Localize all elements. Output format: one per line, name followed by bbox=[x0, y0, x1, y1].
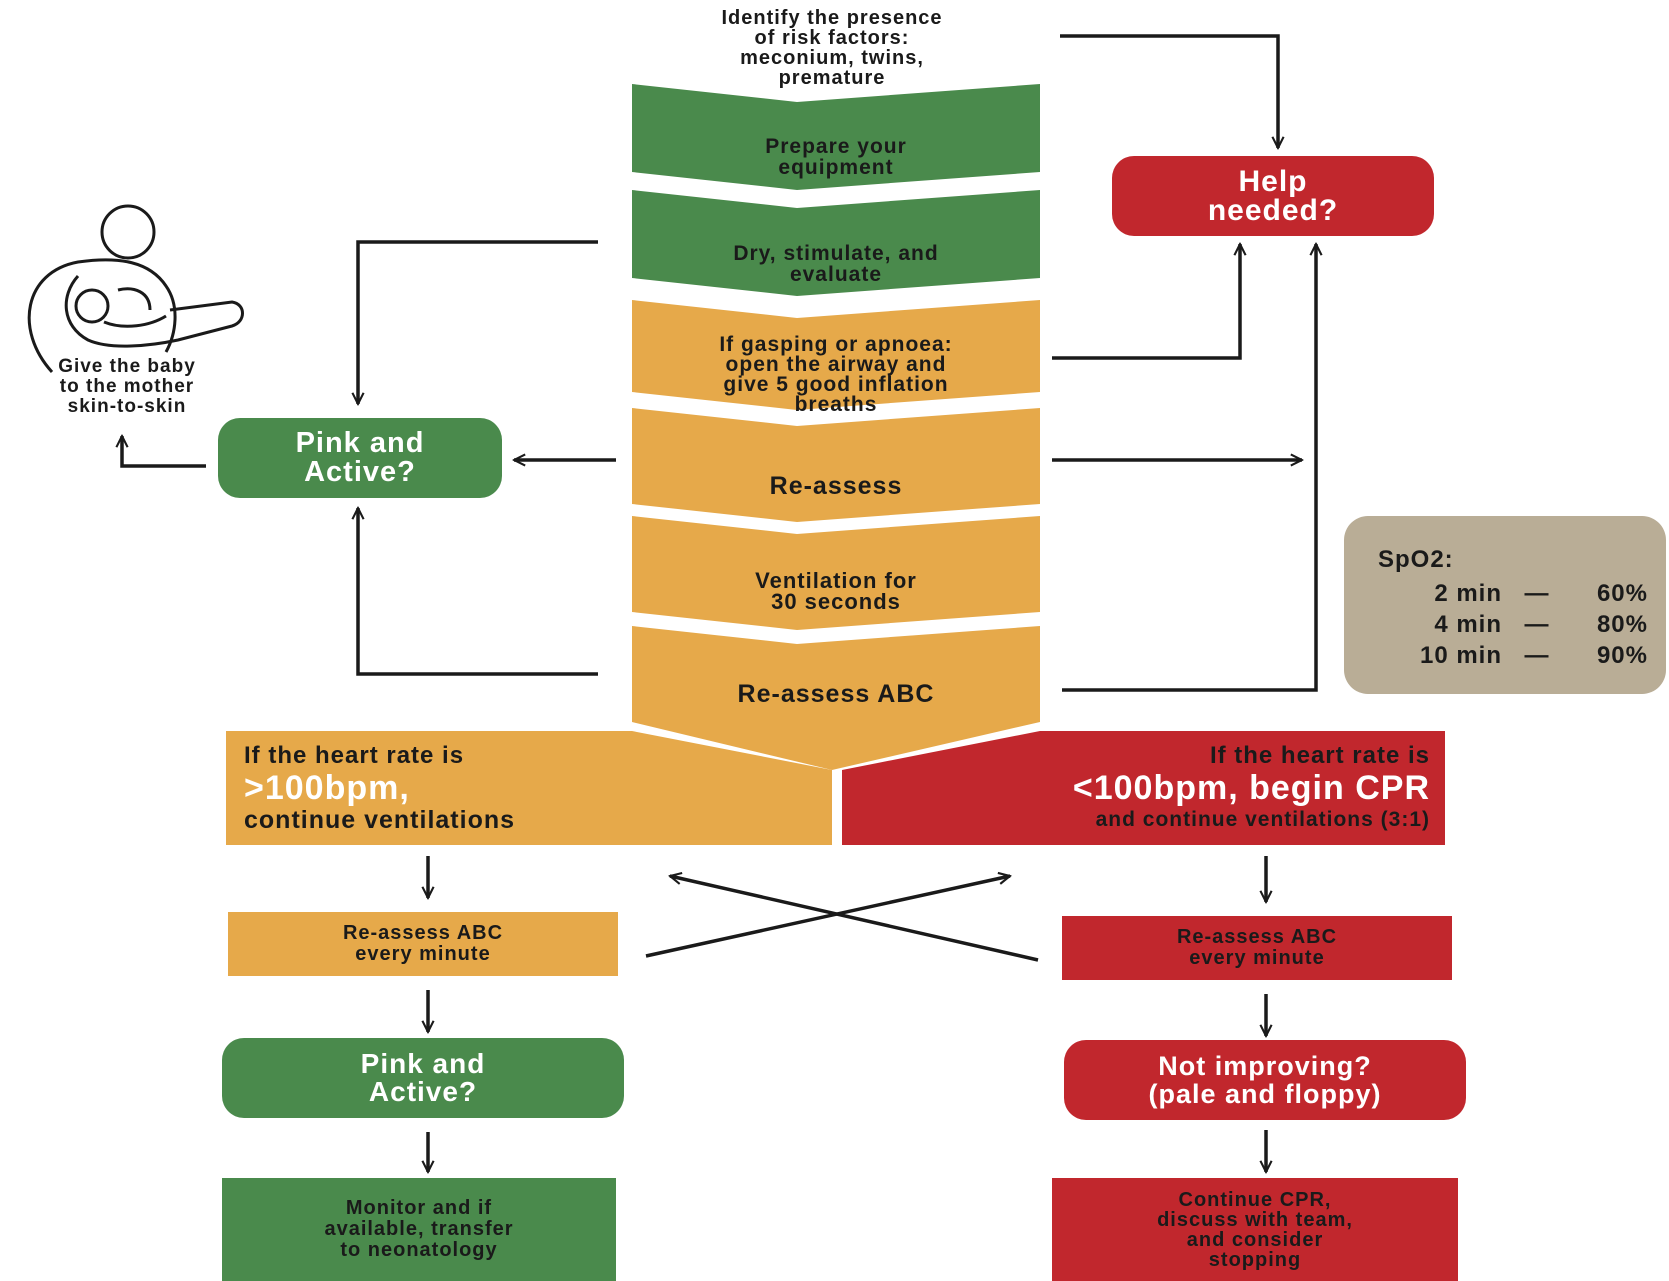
chevron-prepare-shape bbox=[632, 84, 1040, 190]
monitor-transfer-box: Monitor and if available, transfer to ne… bbox=[222, 1178, 616, 1281]
spo2-box: SpO2: 2 min — 60% 4 min — 80% 10 min — 9… bbox=[1344, 516, 1666, 694]
heart-rate-high-shape bbox=[226, 731, 832, 845]
heart-rate-low-line1: If the heart rate is bbox=[1209, 742, 1430, 769]
heart-rate-low-line3: and continue ventilations (3:1) bbox=[1095, 808, 1430, 831]
left-reassess-every-minute: Re-assess ABC every minute bbox=[228, 912, 618, 976]
connector-lines bbox=[122, 34, 1316, 1172]
spo2-value: 90% bbox=[1596, 642, 1648, 669]
spo2-row: 10 min — 90% bbox=[1358, 640, 1648, 671]
continue-cpr-box: Continue CPR, discuss with team, and con… bbox=[1052, 1178, 1458, 1281]
chevron-gasping-apnoea: If gasping or apnoea: open the airway an… bbox=[719, 333, 953, 416]
pink-active-box-bottom: Pink and Active? bbox=[222, 1038, 624, 1118]
chevron-dry-shape bbox=[632, 190, 1040, 296]
pink-active-box-top: Pink and Active? bbox=[218, 418, 502, 498]
spo2-row: 2 min — 60% bbox=[1358, 578, 1648, 609]
spo2-time: 2 min bbox=[1434, 580, 1502, 607]
heart-rate-low-shape bbox=[842, 731, 1445, 845]
chevron-reassess-shape bbox=[632, 408, 1040, 522]
help-needed-box: Help needed? bbox=[1112, 156, 1434, 236]
not-improving-box: Not improving? (pale and floppy) bbox=[1064, 1040, 1466, 1120]
right-reassess-every-minute: Re-assess ABC every minute bbox=[1062, 916, 1452, 980]
spo2-time: 4 min bbox=[1434, 611, 1502, 638]
mother-caption: Give the baby to the mother skin-to-skin bbox=[58, 356, 196, 417]
chevron-reassess: Re-assess bbox=[769, 471, 903, 500]
chevron-gasping-shape bbox=[632, 300, 1040, 410]
heart-rate-high-text: If the heart rate is >100bpm, continue v… bbox=[244, 742, 824, 834]
chevron-reassess-abc-shape bbox=[632, 626, 1040, 770]
spo2-table: 2 min — 60% 4 min — 80% 10 min — 90% bbox=[1358, 578, 1648, 671]
spo2-value: 80% bbox=[1596, 611, 1648, 638]
chevron-dry-stimulate: Dry, stimulate, and evaluate bbox=[733, 242, 939, 286]
chevron-ventilation-30s: Ventilation for 30 seconds bbox=[755, 568, 917, 614]
spo2-dash: — bbox=[1524, 580, 1550, 607]
heart-rate-high-line2: >100bpm, bbox=[244, 769, 410, 807]
heart-rate-high-line1: If the heart rate is bbox=[244, 742, 465, 769]
heart-rate-low-text: If the heart rate is <100bpm, begin CPR … bbox=[850, 742, 1430, 834]
chevron-ventilation-shape bbox=[632, 516, 1040, 630]
spo2-row: 4 min — 80% bbox=[1358, 609, 1648, 640]
chevron-reassess-abc: Re-assess ABC bbox=[737, 679, 935, 708]
heart-rate-high-line3: continue ventilations bbox=[244, 806, 516, 834]
spo2-title: SpO2: bbox=[1378, 546, 1454, 573]
chevron-prepare-equipment: Prepare your equipment bbox=[765, 135, 907, 179]
spo2-dash: — bbox=[1524, 611, 1550, 638]
spo2-value: 60% bbox=[1596, 580, 1648, 607]
heart-rate-low-line2: <100bpm, begin CPR bbox=[1072, 769, 1430, 807]
spo2-dash: — bbox=[1524, 642, 1550, 669]
risk-factors-text: Identify the presence of risk factors: m… bbox=[721, 7, 943, 89]
mother-holding-baby-icon bbox=[27, 204, 244, 374]
spo2-time: 10 min bbox=[1419, 642, 1502, 669]
